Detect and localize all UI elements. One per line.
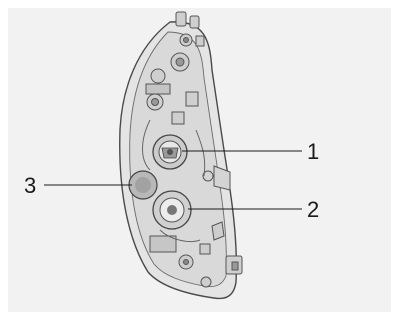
bulb-1-socket [153,135,187,169]
bulb-2-socket [153,191,191,229]
callout-3-label: 3 [24,173,36,198]
callout-1-label: 1 [307,139,319,164]
bottom-mounting-clip [226,256,242,274]
bulb-3-socket [129,171,157,199]
callout-2-label: 2 [307,197,319,222]
